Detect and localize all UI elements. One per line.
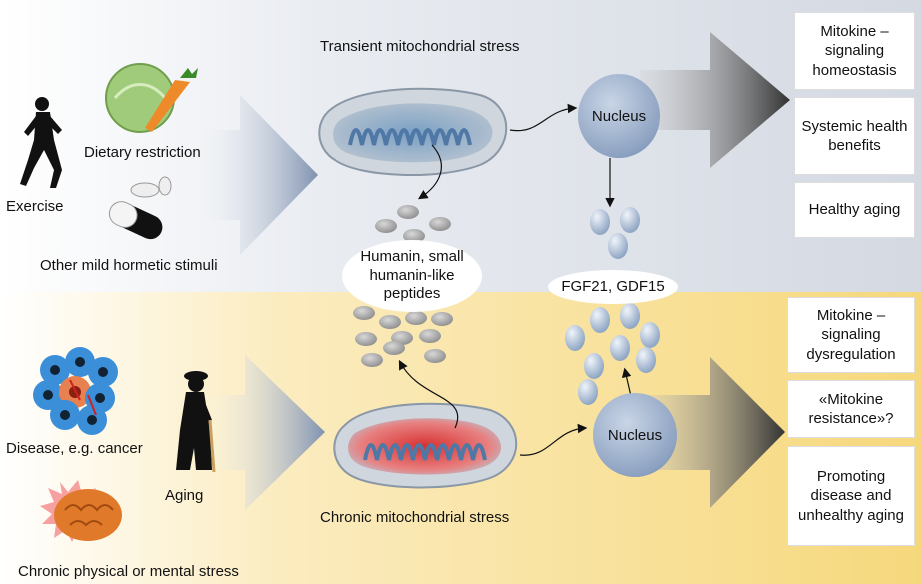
top-outcome-homeostasis: Mitokine – signaling homeostasis (794, 12, 915, 90)
cabbage-carrot-icon (105, 63, 198, 133)
chronic-stress-label: Chronic physical or mental stress (18, 563, 239, 580)
nucleus-top: Nucleus (578, 74, 660, 158)
pills-icon (108, 176, 172, 240)
mitochondrion-top (318, 87, 508, 177)
mito-to-peptides-top-arrow (417, 144, 442, 200)
stressed-brain-icon (40, 480, 122, 542)
peptides-label: Humanin, small humanin-like peptides (342, 240, 482, 312)
factor-beads-top (590, 207, 640, 259)
elderly-person-icon (176, 371, 212, 470)
mito-to-peptides-bottom-arrow (398, 359, 459, 429)
aging-label: Aging (165, 487, 204, 504)
nucleus-bottom-label: Nucleus (607, 426, 663, 444)
top-outcome-health-benefits: Systemic health benefits (794, 97, 915, 175)
top-output-arrow (640, 32, 790, 168)
peptides-bottom (353, 306, 453, 367)
bottom-title: Chronic mitochondrial stress (320, 509, 510, 526)
bottom-outcome-resistance: «Mitokine resistance»? (787, 380, 915, 438)
diet-label: Dietary restriction (84, 144, 201, 161)
bottom-outcome-disease: Promoting disease and unhealthy aging (787, 446, 915, 546)
exercise-label: Exercise (6, 198, 64, 215)
factor-beads-bottom (565, 303, 660, 405)
peptides-top (375, 205, 451, 243)
bottom-input-arrow (200, 355, 325, 510)
bottom-outcome-dysregulation: Mitokine – signaling dysregulation (787, 297, 915, 373)
other-stimuli-label: Other mild hormetic stimuli (40, 257, 218, 274)
disease-label: Disease, e.g. cancer (6, 440, 143, 457)
mito-to-nucleus-top-arrow (509, 103, 578, 132)
nucleus-top-label: Nucleus (591, 107, 647, 125)
top-outcome-healthy-aging: Healthy aging (794, 182, 915, 238)
cane-icon (208, 419, 216, 473)
bottom-output-arrow (640, 357, 785, 508)
mitochondrion-bottom (333, 402, 518, 489)
mito-to-nucleus-bottom-arrow (519, 423, 588, 456)
runner-icon (20, 97, 62, 188)
nucleus-bottom: Nucleus (593, 393, 677, 477)
cancer-cells-icon (33, 347, 118, 435)
top-input-arrow (190, 95, 318, 255)
factors-label: FGF21, GDF15 (548, 270, 678, 304)
top-title: Transient mitochondrial stress (320, 38, 520, 55)
